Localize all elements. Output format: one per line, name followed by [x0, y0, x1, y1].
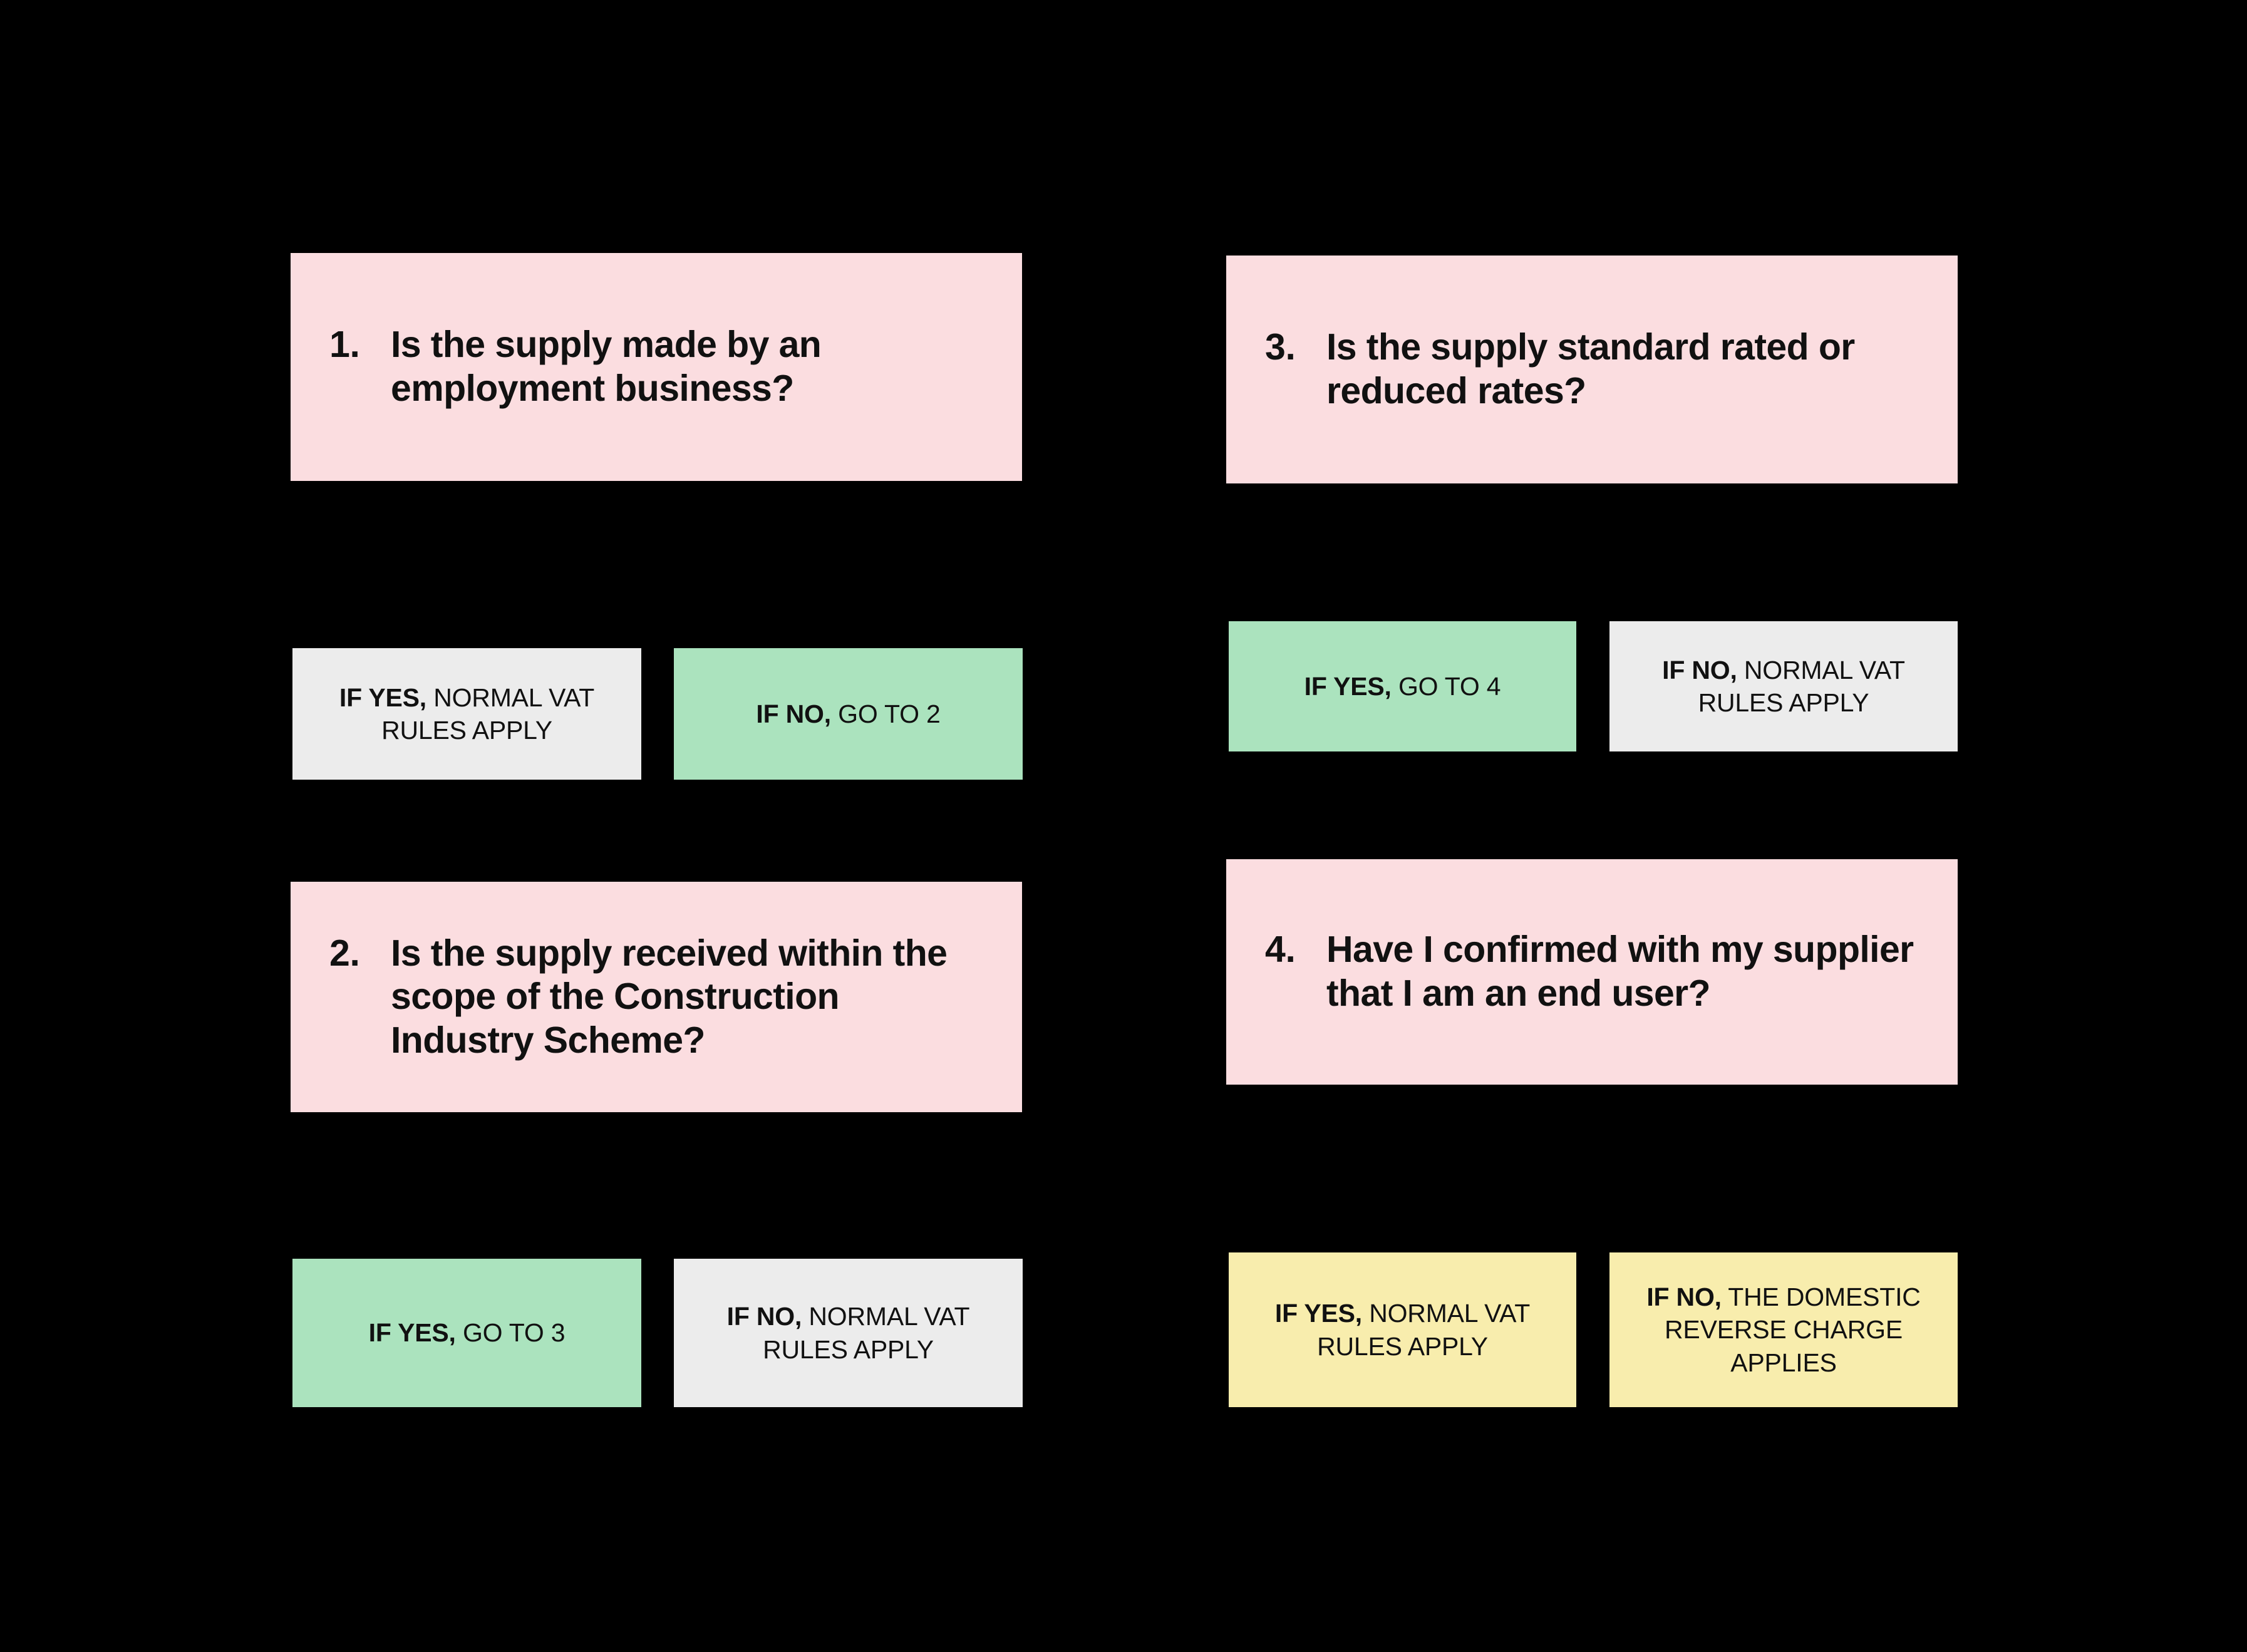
answer-card-1-yes[interactable]: IF YES, NORMAL VAT RULES APPLY	[292, 648, 641, 780]
answer-rest-4-no: THE DOMESTIC REVERSE CHARGE APPLIES	[1665, 1282, 1921, 1377]
answer-rest-1-yes: NORMAL VAT RULES APPLY	[381, 683, 595, 745]
answer-lead-4-yes: IF YES,	[1274, 1299, 1362, 1328]
question-text-2: Is the supply received within the scope …	[391, 932, 948, 1061]
answer-card-3-yes[interactable]: IF YES, GO TO 4	[1229, 621, 1576, 751]
question-number-3: 3.	[1265, 326, 1296, 368]
answer-label-1-no: IF NO, GO TO 2	[690, 698, 1006, 730]
question-card-1: 1. Is the supply made by an employment b…	[291, 253, 1022, 481]
question-text-3: Is the supply standard rated or reduced …	[1326, 326, 1855, 411]
question-text-4: Have I confirmed with my supplier that I…	[1326, 929, 1914, 1014]
answer-rest-3-yes: GO TO 4	[1391, 671, 1501, 701]
question-card-2: 2. Is the supply received within the sco…	[291, 882, 1022, 1112]
answer-label-3-yes: IF YES, GO TO 4	[1245, 670, 1560, 703]
question-card-3: 3. Is the supply standard rated or reduc…	[1226, 256, 1958, 483]
question-number-1: 1.	[329, 324, 360, 366]
answer-label-3-no: IF NO, NORMAL VAT RULES APPLY	[1626, 654, 1941, 720]
answer-rest-2-no: NORMAL VAT RULES APPLY	[763, 1302, 970, 1364]
answer-lead-1-yes: IF YES,	[339, 683, 426, 712]
answer-card-2-no[interactable]: IF NO, NORMAL VAT RULES APPLY	[674, 1259, 1023, 1407]
question-row: 1. Is the supply made by an employment b…	[329, 323, 984, 410]
question-row: 2. Is the supply received within the sco…	[329, 932, 984, 1063]
answer-lead-4-no: IF NO,	[1646, 1282, 1722, 1311]
answer-label-2-no: IF NO, NORMAL VAT RULES APPLY	[690, 1300, 1006, 1366]
question-number-4: 4.	[1265, 929, 1296, 971]
question-card-4: 4. Have I confirmed with my supplier tha…	[1226, 859, 1958, 1085]
answer-card-3-no[interactable]: IF NO, NORMAL VAT RULES APPLY	[1609, 621, 1958, 751]
answer-rest-3-no: NORMAL VAT RULES APPLY	[1698, 655, 1905, 717]
answer-label-4-no: IF NO, THE DOMESTIC REVERSE CHARGE APPLI…	[1626, 1281, 1941, 1379]
question-number-2: 2.	[329, 932, 360, 974]
answer-rest-4-yes: NORMAL VAT RULES APPLY	[1317, 1299, 1531, 1361]
answer-card-1-no[interactable]: IF NO, GO TO 2	[674, 648, 1023, 780]
question-row: 3. Is the supply standard rated or reduc…	[1265, 326, 1920, 413]
answer-lead-3-no: IF NO,	[1662, 655, 1737, 684]
answer-lead-1-no: IF NO,	[756, 699, 831, 728]
answer-card-2-yes[interactable]: IF YES, GO TO 3	[292, 1259, 641, 1407]
answer-card-4-no[interactable]: IF NO, THE DOMESTIC REVERSE CHARGE APPLI…	[1609, 1252, 1958, 1407]
answer-label-2-yes: IF YES, GO TO 3	[309, 1316, 625, 1349]
answer-lead-2-no: IF NO,	[726, 1302, 802, 1331]
answer-label-1-yes: IF YES, NORMAL VAT RULES APPLY	[309, 681, 625, 747]
question-row: 4. Have I confirmed with my supplier tha…	[1265, 928, 1920, 1015]
answer-lead-2-yes: IF YES,	[368, 1318, 456, 1348]
answer-card-4-yes[interactable]: IF YES, NORMAL VAT RULES APPLY	[1229, 1252, 1576, 1407]
answer-rest-2-yes: GO TO 3	[455, 1318, 566, 1348]
answer-lead-3-yes: IF YES,	[1304, 671, 1392, 701]
answer-label-4-yes: IF YES, NORMAL VAT RULES APPLY	[1245, 1297, 1560, 1363]
question-text-1: Is the supply made by an employment busi…	[391, 324, 822, 409]
answer-rest-1-no: GO TO 2	[830, 699, 941, 728]
